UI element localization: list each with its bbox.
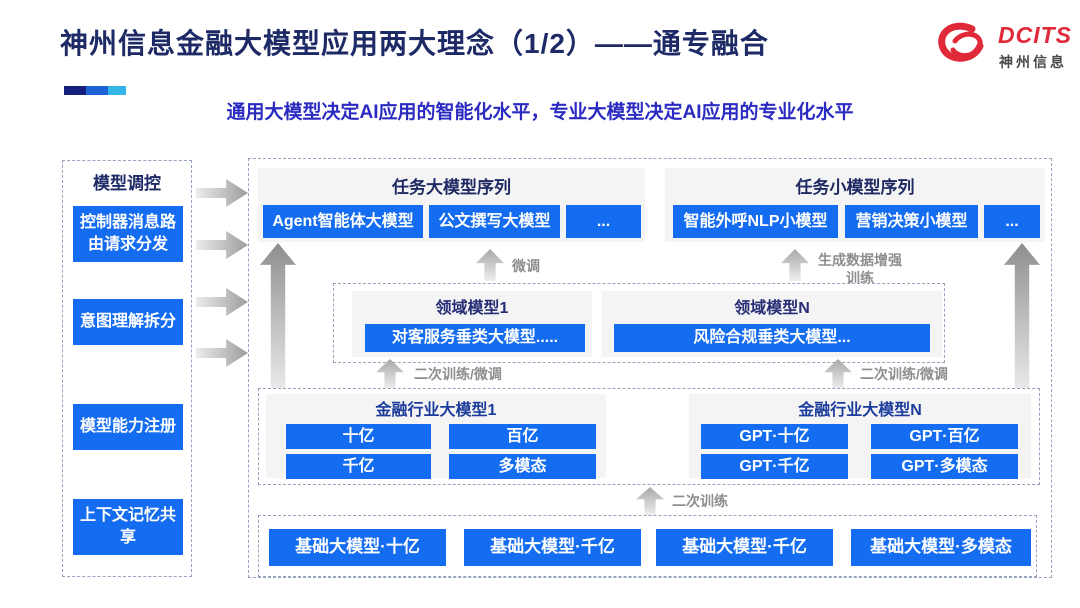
company-logo: DCITS 神州信息 bbox=[932, 16, 1072, 78]
base-model-hundred-billion-box-2: 基础大模型·千亿 bbox=[656, 529, 833, 566]
right-arrow-icon bbox=[196, 231, 248, 259]
secondary-finetune-right-label: 二次训练/微调 bbox=[860, 366, 948, 382]
logo-brand-text: DCITS bbox=[998, 22, 1072, 48]
document-writing-model-box: 公文撰写大模型 bbox=[429, 205, 560, 238]
logo-company-text: 神州信息 bbox=[999, 54, 1067, 70]
sidebar-item-capability-register: 模型能力注册 bbox=[73, 404, 183, 450]
model-control-sidebar: 模型调控 控制器消息路由请求分发 意图理解拆分 模型能力注册 上下文记忆共享 bbox=[62, 160, 192, 577]
task-large-more-box: ... bbox=[566, 205, 641, 238]
industry-model-1-title: 金融行业大模型1 bbox=[375, 402, 497, 419]
right-arrow-icon bbox=[196, 339, 248, 367]
task-large-model-section: 任务大模型序列 Agent智能体大模型 公文撰写大模型 ... bbox=[258, 168, 645, 242]
gpt-billion-box: GPT·十亿 bbox=[701, 424, 848, 449]
gpt-multimodal-box: GPT·多模态 bbox=[871, 454, 1018, 479]
secondary-training-label: 二次训练 bbox=[672, 493, 728, 509]
agent-large-model-box: Agent智能体大模型 bbox=[263, 205, 423, 238]
domain-model-container: 领域模型1 对客服务垂类大模型..... 领域模型N 风险合规垂类大模型... bbox=[333, 283, 945, 363]
gpt-ten-billion-box: GPT·百亿 bbox=[871, 424, 1018, 449]
secondary-finetune-left-label: 二次训练/微调 bbox=[414, 366, 502, 382]
task-small-more-box: ... bbox=[984, 205, 1040, 238]
task-small-model-title: 任务小模型序列 bbox=[795, 178, 915, 197]
sidebar-title: 模型调控 bbox=[93, 174, 161, 193]
finetune-label: 微调 bbox=[512, 258, 540, 274]
task-large-model-title: 任务大模型序列 bbox=[392, 178, 511, 197]
marketing-decision-model-box: 营销决策小模型 bbox=[845, 205, 978, 238]
sidebar-item-context-memory: 上下文记忆共享 bbox=[73, 499, 183, 555]
title-accent-bar bbox=[64, 86, 126, 95]
gpt-hundred-billion-box: GPT·千亿 bbox=[701, 454, 848, 479]
industry-model-n-group: 金融行业大模型N GPT·十亿 GPT·百亿 GPT·千亿 GPT·多模态 bbox=[689, 394, 1031, 479]
domain-model-1-title: 领域模型1 bbox=[435, 300, 509, 317]
right-arrow-icon bbox=[196, 288, 248, 316]
multimodal-box: 多模态 bbox=[449, 454, 596, 479]
outbound-nlp-model-box: 智能外呼NLP小模型 bbox=[673, 205, 838, 238]
industry-model-container: 金融行业大模型1 十亿 百亿 千亿 多模态 金融行业大模型N GPT·十亿 GP… bbox=[258, 388, 1040, 485]
industry-model-n-title: 金融行业大模型N bbox=[798, 402, 922, 419]
task-small-model-section: 任务小模型序列 智能外呼NLP小模型 营销决策小模型 ... bbox=[665, 168, 1045, 242]
domain-model-1-group: 领域模型1 对客服务垂类大模型..... bbox=[352, 291, 592, 357]
billion-box: 十亿 bbox=[286, 424, 431, 449]
base-model-container: 基础大模型·十亿 基础大模型·千亿 基础大模型·千亿 基础大模型·多模态 bbox=[258, 515, 1037, 577]
risk-compliance-vertical-model-box: 风险合规垂类大模型... bbox=[614, 324, 930, 352]
domain-model-n-group: 领域模型N 风险合规垂类大模型... bbox=[602, 291, 942, 357]
hundred-billion-box: 千亿 bbox=[286, 454, 431, 479]
sidebar-item-intent-split: 意图理解拆分 bbox=[73, 299, 183, 345]
industry-model-1-group: 金融行业大模型1 十亿 百亿 千亿 多模态 bbox=[266, 394, 606, 479]
base-model-billion-box: 基础大模型·十亿 bbox=[269, 529, 446, 566]
customer-service-vertical-model-box: 对客服务垂类大模型..... bbox=[365, 324, 585, 352]
generated-data-training-label: 生成数据增强训练 bbox=[818, 252, 902, 287]
domain-model-n-title: 领域模型N bbox=[734, 300, 810, 317]
right-arrow-icon bbox=[196, 179, 248, 207]
base-model-multimodal-box: 基础大模型·多模态 bbox=[851, 529, 1031, 566]
sidebar-item-controller-routing: 控制器消息路由请求分发 bbox=[73, 206, 183, 262]
ten-billion-box: 百亿 bbox=[449, 424, 596, 449]
base-model-hundred-billion-box-1: 基础大模型·千亿 bbox=[464, 529, 641, 566]
page-title: 神州信息金融大模型应用两大理念（1/2）——通专融合 bbox=[60, 28, 769, 59]
slide-subtitle: 通用大模型决定AI应用的智能化水平，专业大模型决定AI应用的专业化水平 bbox=[226, 102, 854, 123]
